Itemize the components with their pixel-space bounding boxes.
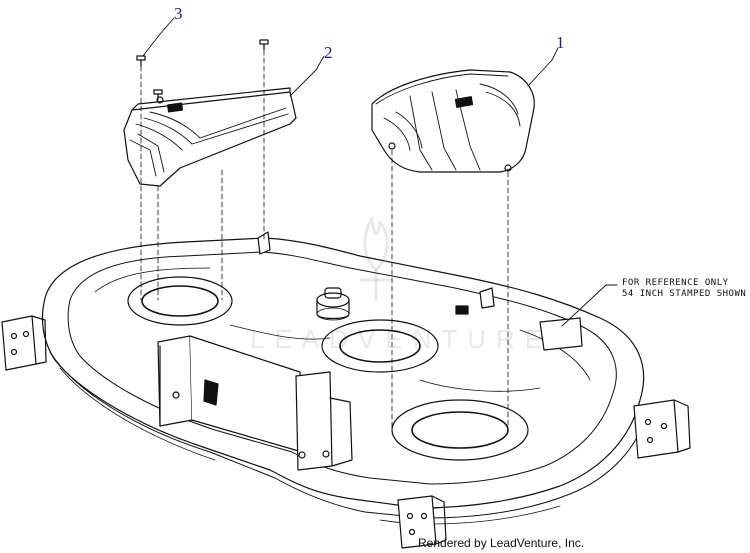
right-mount-bracket [539,317,691,459]
left-mount-bracket [1,315,47,371]
left-belt-cover [123,87,297,187]
bottom-mount-bracket [397,495,447,549]
flame-logo-icon [360,216,392,302]
reference-note-line-1: FOR REFERENCE ONLY [622,278,729,288]
screw-fasteners [136,39,269,101]
reference-note: FOR REFERENCE ONLY 54 INCH STAMPED SHOWN [622,278,746,300]
idler-pulley [316,287,350,321]
mower-deck [1,231,691,549]
front-baffle [157,335,353,471]
reference-note-line-2: 54 INCH STAMPED SHOWN [622,289,747,299]
callout-leaders [142,17,618,327]
callout-number-2: 2 [324,43,333,62]
footer-credit: Rendered by LeadVenture, Inc. [418,536,585,550]
watermark-text: LEADVENTURE [250,324,553,354]
callout-number-1: 1 [556,33,565,52]
alignment-lines [140,49,509,431]
right-belt-cover [371,69,535,173]
callout-number-3: 3 [174,4,183,23]
